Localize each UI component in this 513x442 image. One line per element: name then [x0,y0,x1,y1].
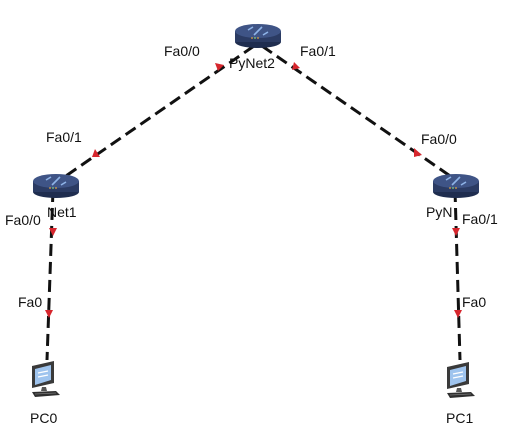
port-marker [414,148,422,157]
device-label-pc0: PC0 [30,410,58,426]
port-label: Fa0/1 [462,211,498,227]
port-label: Fa0/1 [46,129,82,145]
link-pyn-pc1 [453,189,462,361]
port-label: Fa0 [18,294,43,310]
port-label: Fa0/0 [5,212,41,228]
device-label-pc1: PC1 [446,410,474,426]
port-marker [454,310,462,318]
port-marker [292,62,300,70]
port-marker [452,228,460,236]
link-pynet2-net1 [59,44,255,182]
port-label: Fa0/0 [164,43,200,59]
pc-icon[interactable] [31,360,61,398]
link-net1-pc0 [45,189,55,361]
device-label-pyn: PyN [426,204,453,220]
port-marker [215,63,224,71]
router-icon[interactable] [32,173,80,199]
port-label: Fa0/0 [421,131,457,147]
link-pynet2-pyn [261,44,457,182]
port-marker [49,228,57,236]
port-marker [45,310,53,318]
device-label-pynet2: PyNet2 [229,55,275,71]
device-label-net1: Net1 [47,204,77,220]
pc-icon[interactable] [446,361,476,399]
port-label: Fa0 [462,294,487,310]
port-label: Fa0/1 [300,43,336,59]
router-icon[interactable] [432,173,480,199]
port-marker [92,149,100,157]
router-icon[interactable] [234,23,282,49]
